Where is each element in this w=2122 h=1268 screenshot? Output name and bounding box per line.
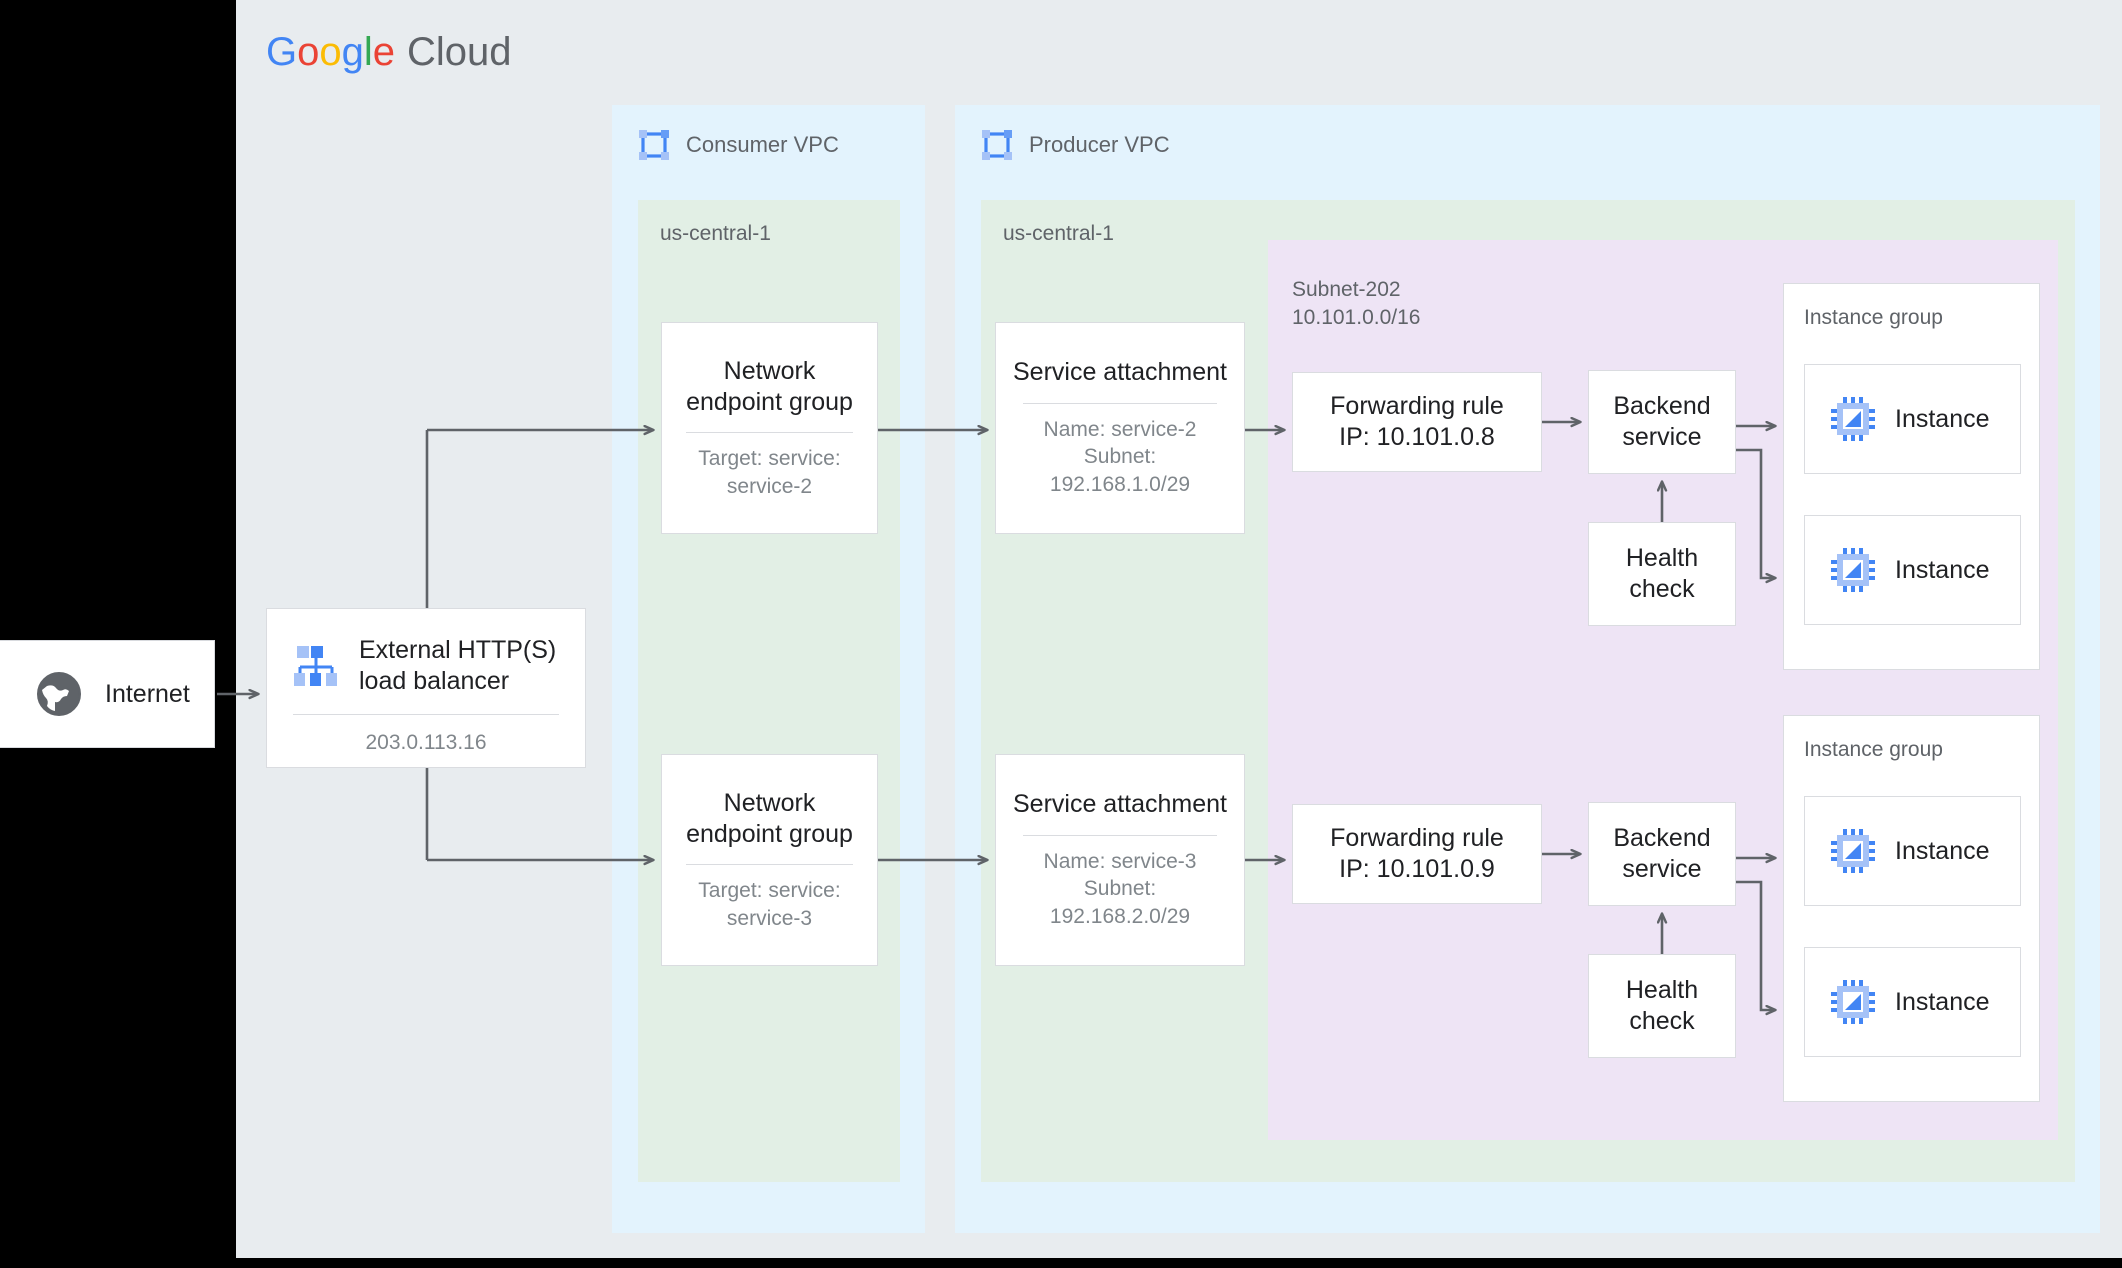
instance-b1-label: Instance — [1895, 836, 1990, 865]
consumer-region-label: us-central-1 — [660, 222, 771, 245]
sa-a-divider — [1023, 402, 1217, 404]
fr-a-title: Forwarding rule IP: 10.101.0.8 — [1330, 391, 1504, 451]
neg-a-target: Target: service: service-2 — [698, 447, 841, 498]
internet-node: Internet — [0, 640, 215, 748]
sa-a-title: Service attachment — [1013, 358, 1227, 387]
network-endpoint-group-b: Network endpoint group Target: service: … — [661, 754, 878, 966]
service-attachment-a: Service attachment Name: service-2 Subne… — [995, 322, 1245, 534]
instance-group-b: Instance group Instance — [1783, 715, 2040, 1102]
sa-a-details: Name: service-2 Subnet: 192.168.1.0/29 — [1043, 417, 1197, 496]
forwarding-rule-a: Forwarding rule IP: 10.101.0.8 — [1292, 372, 1542, 472]
vpc-icon — [981, 129, 1013, 161]
hc-a-title: Health check — [1625, 543, 1699, 603]
logo-letter-o2: o — [319, 30, 342, 74]
network-endpoint-group-a: Network endpoint group Target: service: … — [661, 322, 878, 534]
instance-group-a-label: Instance group — [1804, 306, 1943, 329]
cpu-icon — [1831, 829, 1875, 873]
instance-b2: Instance — [1804, 947, 2021, 1057]
producer-region-label: us-central-1 — [1003, 222, 1114, 245]
sa-b-details: Name: service-3 Subnet: 192.168.2.0/29 — [1043, 849, 1197, 928]
bs-a-title: Backend service — [1613, 391, 1711, 451]
producer-vpc-header: Producer VPC — [981, 129, 1170, 161]
load-balancer-icon — [293, 643, 339, 689]
consumer-vpc-title: Consumer VPC — [686, 132, 839, 157]
load-balancer-header: External HTTP(S) load balancer — [267, 635, 585, 696]
logo-word-cloud: Cloud — [407, 30, 512, 74]
cpu-icon — [1831, 397, 1875, 441]
subnet-label: Subnet-202 10.101.0.0/16 — [1292, 278, 1421, 330]
backend-service-a: Backend service — [1588, 370, 1736, 474]
producer-vpc-title: Producer VPC — [1029, 132, 1170, 157]
load-balancer-ip: 203.0.113.16 — [365, 731, 487, 754]
logo-letter-g2: g — [341, 30, 364, 74]
forwarding-rule-b: Forwarding rule IP: 10.101.0.9 — [1292, 804, 1542, 904]
logo-letter-g: G — [266, 30, 298, 74]
neg-b-title: Network endpoint group — [686, 788, 853, 848]
load-balancer-title: External HTTP(S) load balancer — [359, 636, 557, 695]
instance-b2-label: Instance — [1895, 987, 1990, 1016]
load-balancer-divider — [293, 714, 559, 715]
neg-a-title: Network endpoint group — [686, 356, 853, 416]
neg-b-target: Target: service: service-3 — [698, 879, 841, 930]
cpu-icon — [1831, 980, 1875, 1024]
instance-group-a: Instance group Instance — [1783, 283, 2040, 670]
load-balancer-node: External HTTP(S) load balancer 203.0.113… — [266, 608, 586, 768]
service-attachment-b: Service attachment Name: service-3 Subne… — [995, 754, 1245, 966]
consumer-vpc-header: Consumer VPC — [638, 129, 839, 161]
logo-letter-o1: o — [297, 30, 320, 74]
neg-b-divider — [685, 864, 854, 866]
instance-b1: Instance — [1804, 796, 2021, 906]
bs-b-title: Backend service — [1613, 823, 1711, 883]
sa-b-title: Service attachment — [1013, 790, 1227, 819]
sa-b-divider — [1023, 834, 1217, 836]
health-check-b: Health check — [1588, 954, 1736, 1058]
internet-label: Internet — [105, 679, 190, 708]
instance-a2-label: Instance — [1895, 555, 1990, 584]
logo-letter-l: l — [363, 30, 373, 74]
instance-group-b-label: Instance group — [1804, 738, 1943, 761]
neg-a-divider — [685, 432, 854, 434]
vpc-icon — [638, 129, 670, 161]
backend-service-b: Backend service — [1588, 802, 1736, 906]
logo-letter-e: e — [372, 30, 396, 74]
cpu-icon — [1831, 548, 1875, 592]
fr-b-title: Forwarding rule IP: 10.101.0.9 — [1330, 823, 1504, 883]
instance-a1: Instance — [1804, 364, 2021, 474]
hc-b-title: Health check — [1625, 975, 1699, 1035]
instance-a2: Instance — [1804, 515, 2021, 625]
globe-icon — [35, 670, 83, 718]
health-check-a: Health check — [1588, 522, 1736, 626]
instance-a1-label: Instance — [1895, 404, 1990, 433]
